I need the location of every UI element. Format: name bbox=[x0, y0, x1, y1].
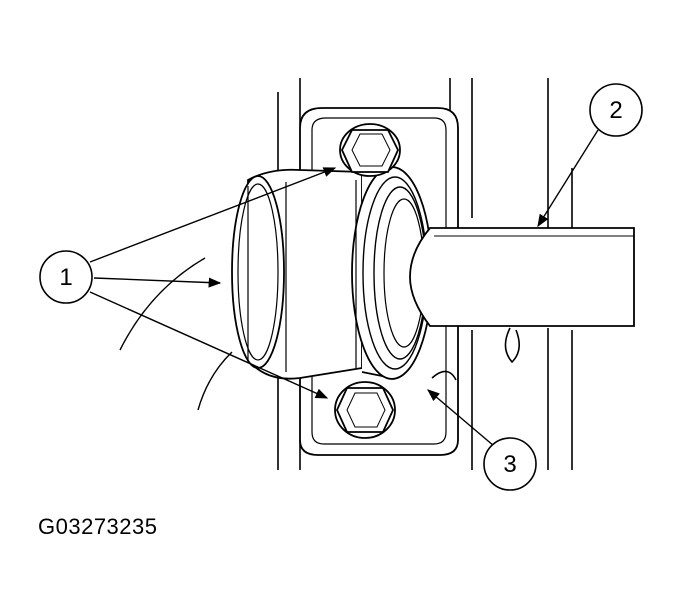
callout-1: 1 bbox=[39, 250, 93, 304]
callout-2: 2 bbox=[589, 83, 643, 137]
upper-bolt bbox=[339, 123, 401, 177]
clip-and-detail bbox=[431, 327, 520, 381]
callout-3: 3 bbox=[483, 437, 537, 491]
lower-bolt bbox=[334, 381, 396, 439]
callout-3-label: 3 bbox=[503, 451, 516, 478]
background-curves bbox=[119, 257, 233, 411]
callout-2-label: 2 bbox=[609, 97, 622, 124]
driveshaft bbox=[409, 227, 635, 327]
callout-1-label: 1 bbox=[59, 264, 72, 291]
figure-id: G03273235 bbox=[38, 514, 158, 539]
bearing-housing bbox=[231, 166, 433, 380]
leader-lines bbox=[89, 129, 599, 447]
